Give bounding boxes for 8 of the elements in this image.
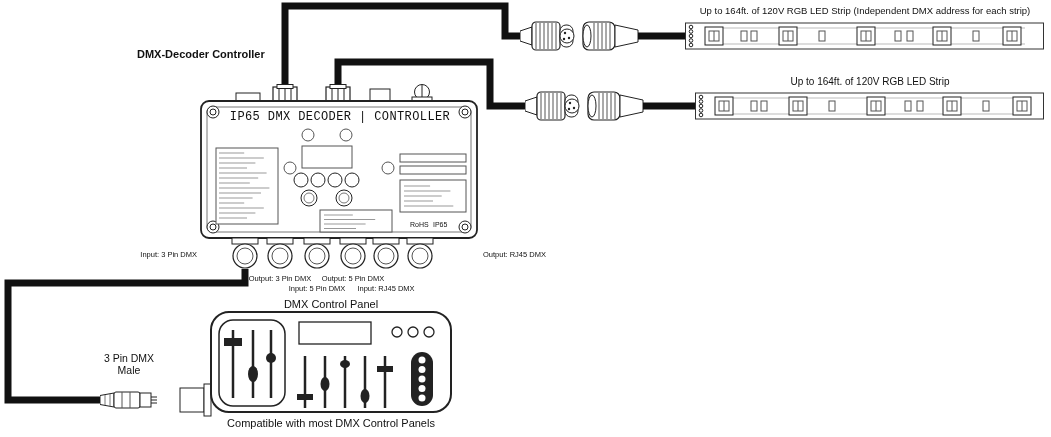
panel-caption: Compatible with most DMX Control Panels (227, 417, 435, 430)
strip-label: Up to 164ft. of 120V RGB LED Strip (790, 76, 950, 88)
cable (281, 2, 520, 84)
device-caption: DMX-Decoder Controller (137, 48, 265, 61)
cable (4, 269, 249, 404)
plug-label: 3 Pin DMX Male (102, 352, 156, 377)
panel-title: DMX Control Panel (283, 298, 379, 311)
strip-label: Up to 164ft. of 120V RGB LED Strip (Independent DMX address for each strip) (699, 6, 1031, 17)
